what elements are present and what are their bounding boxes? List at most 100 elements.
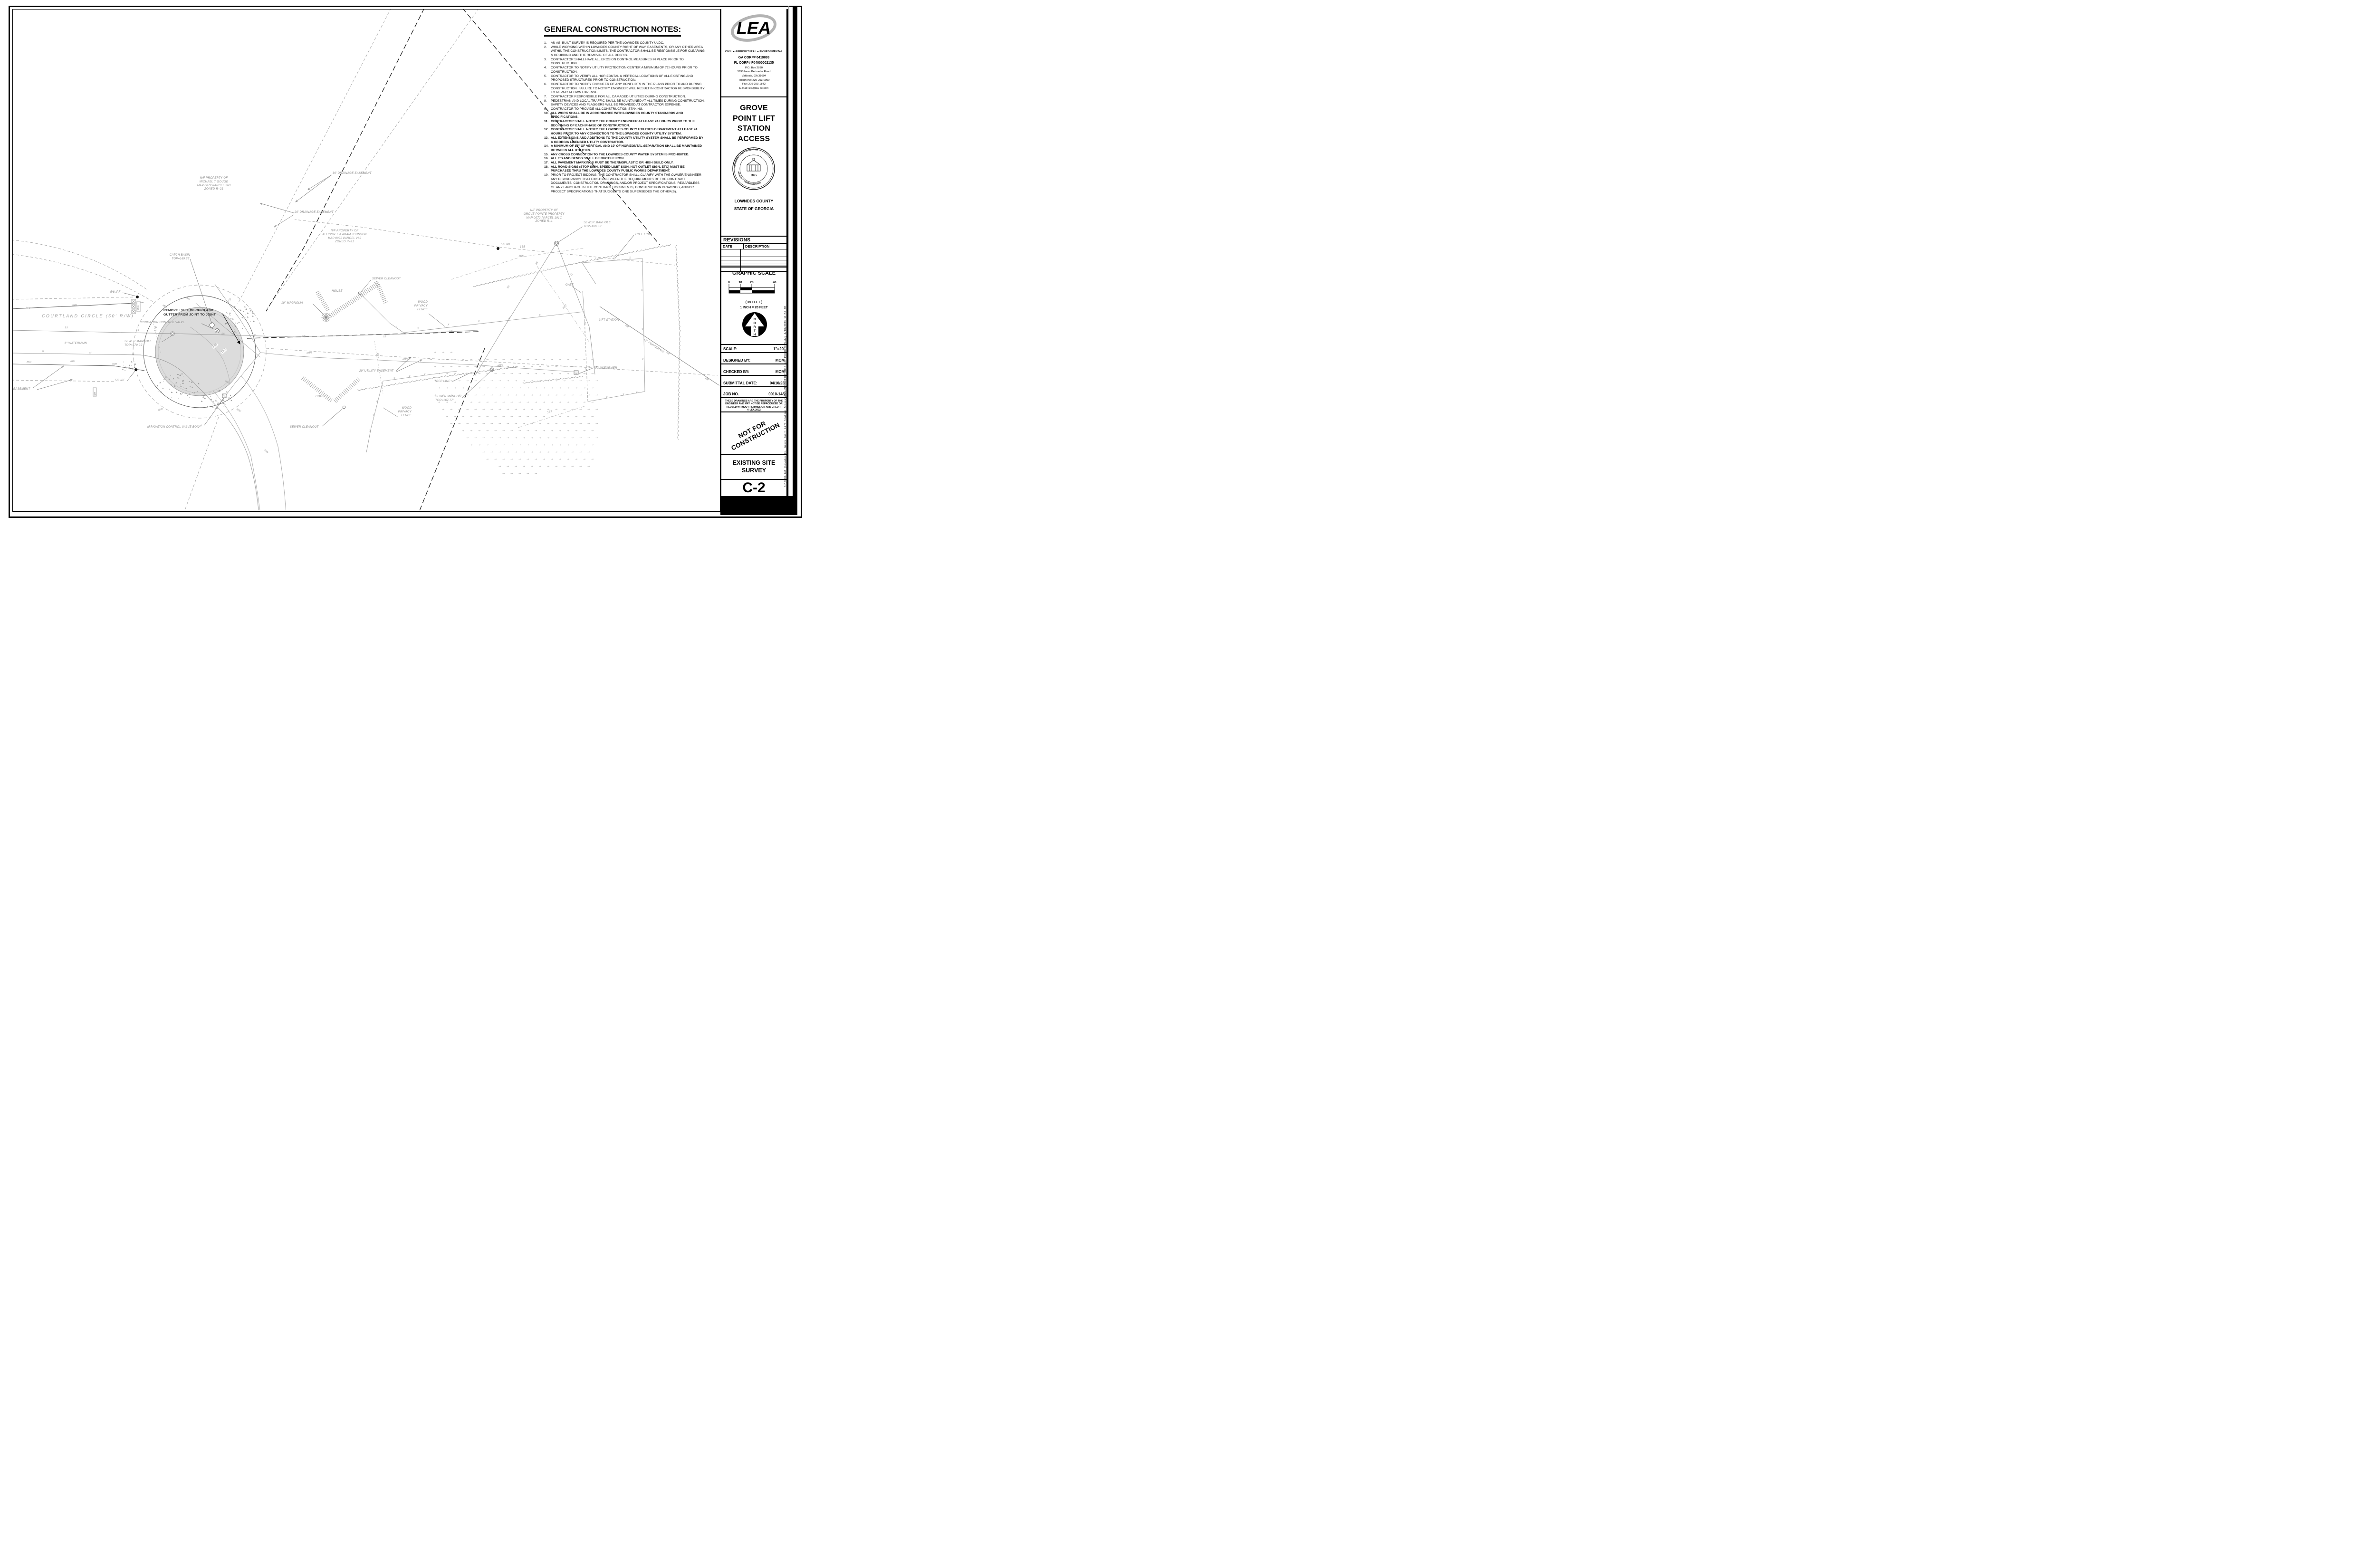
grass-symbol: → (515, 393, 517, 397)
grass-symbol: → (567, 386, 570, 390)
grass-symbol: → (502, 415, 505, 418)
grass-symbol: → (498, 408, 501, 411)
note-item: 19.PRIOR TO PROJECT BIDDING, THE CONTRAC… (544, 173, 701, 193)
grass-symbol: → (515, 379, 517, 382)
grass-symbol: → (498, 436, 501, 440)
line-marker: X (448, 324, 450, 326)
grass-symbol: → (595, 436, 598, 440)
notes-list: 1.AN AS–BUILT SURVEY IS REQUIRED PER THE… (544, 41, 705, 194)
line-marker: X (376, 400, 378, 403)
grass-symbol: → (442, 365, 445, 368)
grass-symbol: → (583, 415, 586, 418)
grass-symbol: → (567, 358, 570, 361)
grass-symbol: → (527, 443, 529, 447)
firm-tagline: CIVIL ■ AGRICULTURAL ■ ENVIRONMENTAL (725, 50, 783, 53)
revision-row-empty (721, 253, 786, 257)
plan-label: 10" MAGNOLIA (281, 302, 303, 305)
grass-symbol: → (446, 415, 449, 418)
note-item: 8.PEDESTRIAN AND LOCAL TRAFFIC SHALL BE … (544, 99, 705, 107)
plan-label: 6" WATERMAIN (65, 342, 87, 345)
grass-symbol: → (466, 436, 469, 440)
general-notes-block: GENERAL CONSTRUCTION NOTES: 1.AN AS–BUIL… (544, 25, 705, 194)
grass-symbol: → (507, 365, 509, 368)
grass-symbol: → (547, 450, 550, 454)
note-item: 9.CONTRACTOR TO PROVIDE ALL CONSTRUCTION… (544, 107, 643, 111)
grass-symbol: → (490, 365, 493, 368)
grass-symbol: → (563, 436, 566, 440)
stem-road-edges (212, 376, 286, 510)
grass-symbol: → (535, 429, 537, 432)
grass-symbol: → (470, 386, 473, 390)
line-marker: + (379, 310, 381, 313)
grass-symbol: → (438, 386, 441, 390)
grass-symbol: → (458, 408, 461, 411)
note-item: 13.ALL EXTENSIONS AND ADDITIONS TO THE C… (544, 136, 703, 144)
line-marker: X (478, 320, 480, 323)
plan-label: 166 (518, 255, 524, 258)
line-marker: X (417, 327, 419, 330)
grass-symbol: → (502, 429, 505, 432)
grass-symbol: → (579, 422, 582, 425)
grass-symbol: → (587, 393, 590, 397)
grass-symbol: → (551, 401, 554, 404)
grass-symbol: → (543, 429, 546, 432)
note-item: 6.CONTRACTOR TO NOTIFY ENGINEER OF ANY C… (544, 82, 705, 95)
grass-symbol: → (507, 422, 509, 425)
grass-symbol: → (527, 386, 529, 390)
plan-label: 5/8 IPF (501, 243, 511, 246)
grass-symbol: → (579, 365, 582, 368)
grass-symbol: → (535, 458, 537, 461)
grass-symbol: → (478, 386, 481, 390)
grass-symbol: → (490, 379, 493, 382)
line-marker: X (373, 414, 374, 417)
grass-symbol: → (523, 465, 526, 468)
plan-label: SEWER CLEANOUT (372, 277, 401, 280)
revision-row-empty (721, 260, 786, 265)
grass-symbol: → (587, 465, 590, 468)
grass-symbol: → (507, 379, 509, 382)
grass-symbol: → (462, 415, 465, 418)
grass-symbol: → (559, 372, 562, 375)
grass-symbol: → (518, 358, 521, 361)
grass-symbol: → (543, 458, 546, 461)
margin-rail (788, 6, 789, 515)
line-marker: + (395, 325, 397, 328)
grass-symbol: → (454, 415, 457, 418)
grass-symbol: → (523, 379, 526, 382)
grass-symbol: → (595, 408, 598, 411)
grass-symbol: → (535, 358, 537, 361)
grass-symbol: → (587, 365, 590, 368)
plan-label: LIFT STATION (599, 319, 619, 322)
grass-symbol: → (482, 365, 485, 368)
line-marker: X (642, 328, 643, 331)
grass-symbol: → (470, 429, 473, 432)
grass-symbol: → (555, 393, 558, 397)
plan-label: TRANSFORMER (594, 367, 617, 370)
grass-symbol: → (571, 379, 574, 382)
grass-symbol: → (482, 422, 485, 425)
grass-symbol: → (494, 429, 497, 432)
svg-text:H: H (754, 333, 756, 336)
grass-symbol: → (466, 365, 469, 368)
grass-symbol: → (510, 372, 513, 375)
plan-label: COURTLAND CIRCLE (50' R/W) (42, 314, 134, 318)
grass-symbol: → (462, 386, 465, 390)
grass-symbol: → (466, 393, 469, 397)
grass-symbol: → (434, 379, 437, 382)
grass-symbol: → (507, 465, 509, 468)
grass-symbol: → (591, 429, 594, 432)
grass-symbol: → (523, 422, 526, 425)
line-marker: X (623, 393, 624, 396)
note-item: 15.ANY CROSS CONNECTION TO THE LOWNDES C… (544, 153, 690, 156)
grass-symbol: → (571, 450, 574, 454)
grass-symbol: → (482, 393, 485, 397)
note-item: 1.AN AS–BUILT SURVEY IS REQUIRED PER THE… (544, 41, 664, 45)
grass-symbol: → (583, 443, 586, 447)
grass-symbol: → (559, 401, 562, 404)
grass-symbol: → (478, 358, 481, 361)
grass-symbol: → (446, 386, 449, 390)
grass-symbol: → (442, 351, 445, 354)
grass-symbol: → (478, 401, 481, 404)
revisions-col-date: DATE (721, 244, 744, 249)
